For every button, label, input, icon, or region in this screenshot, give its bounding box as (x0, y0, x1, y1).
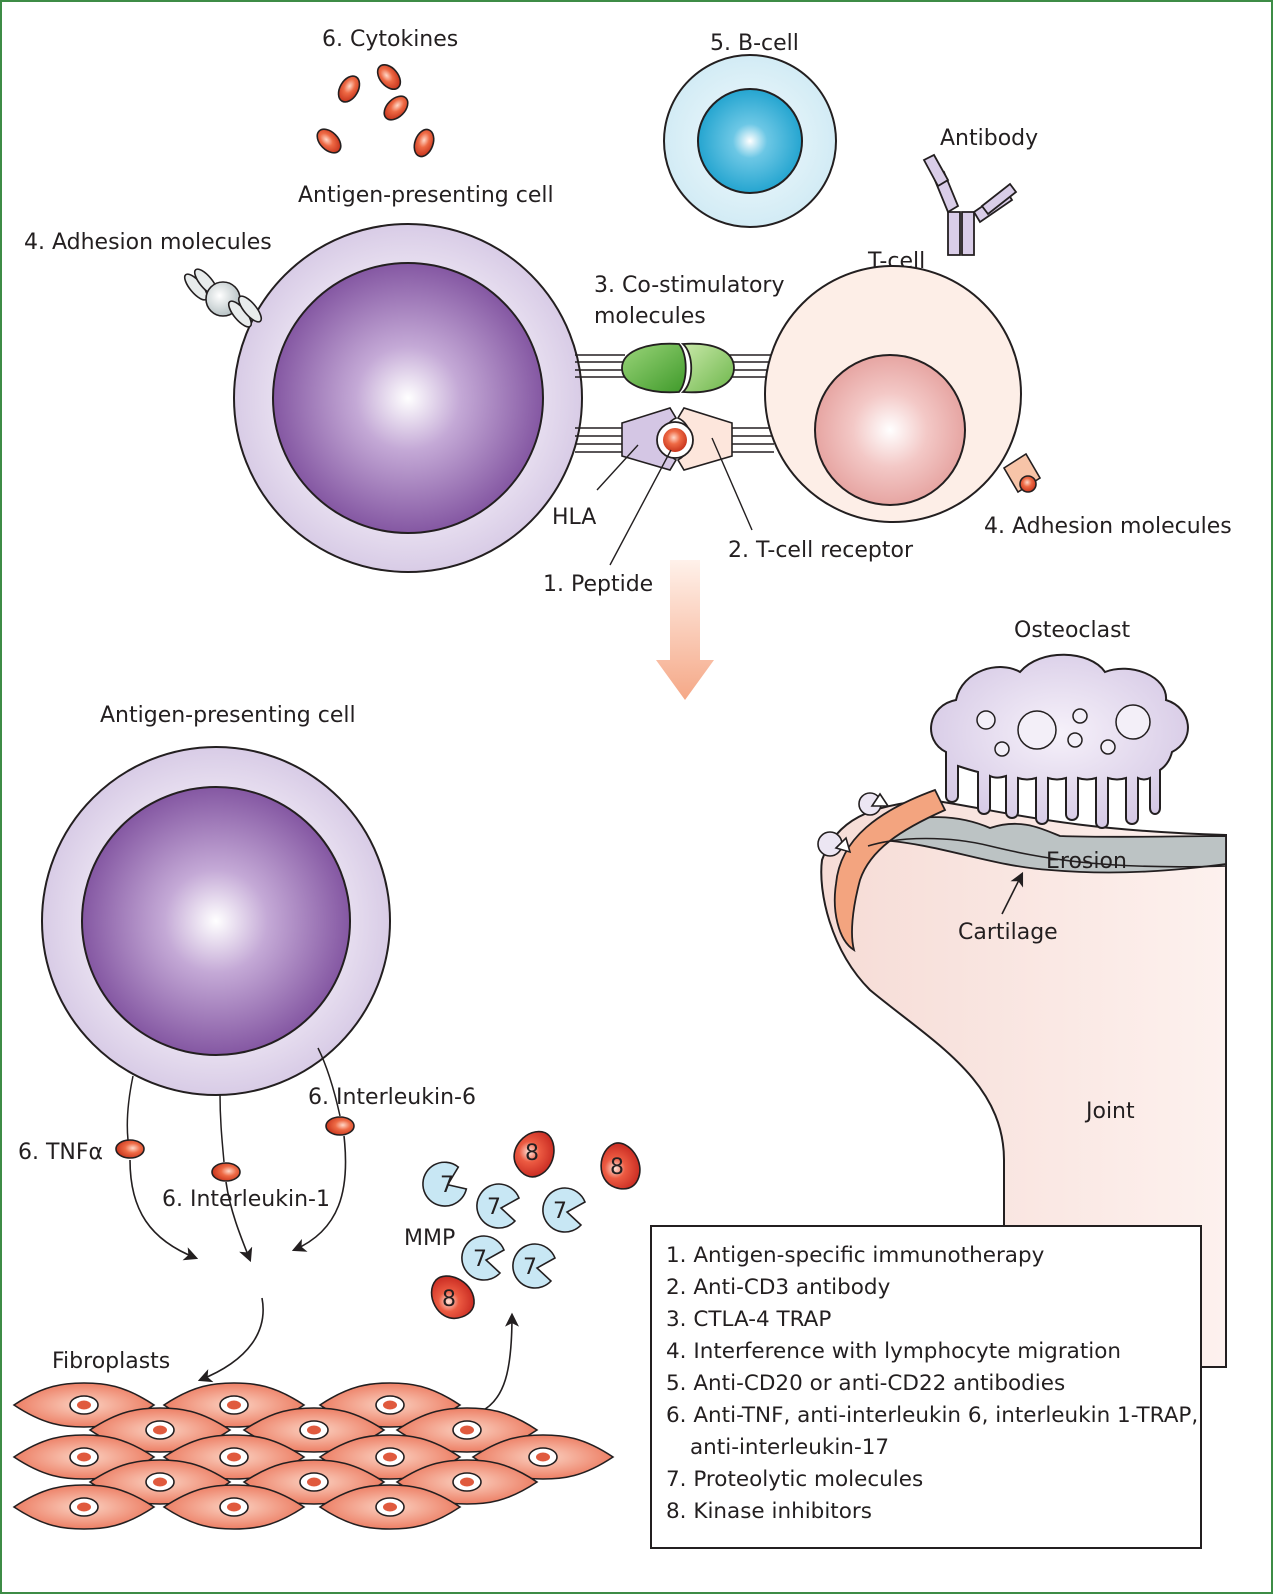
joint-label: Joint (1084, 1099, 1135, 1124)
apc-bottom-cell (41, 746, 391, 1096)
mmp-molecule: 7 (461, 1235, 505, 1281)
cartilage-outline (867, 837, 1227, 868)
interleukin-6-cytokine-icon (325, 1116, 355, 1136)
svg-text:8: 8 (525, 1141, 539, 1166)
erosion-label: Erosion (1046, 849, 1127, 874)
kinase-molecule: 8 (430, 1275, 475, 1320)
interleukin-1-cytokine-icon (211, 1162, 241, 1182)
svg-text:7: 7 (523, 1255, 537, 1280)
svg-text:7: 7 (553, 1199, 567, 1224)
kinase-molecule: 8 (506, 1126, 563, 1183)
cytokine-particle (378, 90, 414, 126)
legend-item: 8. Kinase inhibitors (666, 1499, 872, 1524)
hla-label: HLA (552, 505, 596, 530)
svg-text:7: 7 (440, 1173, 454, 1198)
tcr-label: 2. T-cell receptor (728, 538, 914, 563)
legend-item: 3. CTLA-4 TRAP (666, 1307, 831, 1332)
cartilage-label: Cartilage (958, 920, 1058, 945)
t-cell (764, 265, 1022, 523)
osteoclast-cell (930, 653, 1189, 829)
cytokine-particle (311, 123, 347, 159)
adhesion-right-label: 4. Adhesion molecules (984, 514, 1232, 539)
cytokine-particle (409, 125, 439, 161)
adhesion-left-label: 4. Adhesion molecules (24, 230, 272, 255)
b-cell (663, 54, 837, 228)
process-arrow (656, 560, 714, 700)
costimulatory-molecules-icon (621, 342, 735, 394)
cytokines-group (311, 59, 439, 161)
apc-top-label: Antigen-presenting cell (298, 183, 554, 208)
svg-text:7: 7 (487, 1195, 501, 1220)
interleukin-6-label: 6. Interleukin-6 (308, 1085, 476, 1110)
legend-box (650, 1225, 1202, 1549)
surface-cells (817, 792, 890, 857)
apc-bottom-label: Antigen-presenting cell (100, 703, 356, 728)
antibody-icon (922, 153, 1018, 256)
tnf-cytokine-icon (115, 1139, 145, 1159)
apc-top-cell (233, 223, 583, 573)
costim-label-line1: 3. Co-stimulatory (594, 273, 784, 298)
interleukin-1-label: 6. Interleukin-1 (162, 1187, 330, 1212)
svg-text:7: 7 (473, 1247, 487, 1272)
adhesion-molecule-left-icon (183, 268, 263, 328)
cytokine-particle (372, 59, 406, 95)
mmp-label: MMP (404, 1226, 455, 1251)
cytokine-release-lines (126, 1047, 341, 1163)
cartilage-layer (833, 788, 947, 952)
fibroblasts-label: Fibroplasts (52, 1349, 170, 1374)
cytokines-label: 6. Cytokines (322, 27, 458, 52)
mmp-molecule: 7 (542, 1187, 586, 1233)
adhesion-molecule-right-icon (1002, 452, 1042, 494)
cytokine-arrows (129, 1135, 519, 1413)
peptide-icon (656, 421, 694, 459)
legend-item: 5. Anti-CD20 or anti-CD22 antibodies (666, 1371, 1065, 1396)
legend-item: 4. Interference with lymphocyte migratio… (666, 1339, 1121, 1364)
cytokine-particle (333, 71, 365, 107)
erosion-layer (879, 816, 1227, 874)
svg-text:8: 8 (442, 1287, 456, 1312)
svg-text:8: 8 (610, 1155, 624, 1180)
costim-label-line2: molecules (594, 304, 706, 329)
mmp-molecule: 7 (414, 1154, 475, 1215)
pointer-lines-top (596, 437, 753, 566)
legend-item: 7. Proteolytic molecules (666, 1467, 923, 1492)
legend-item: 2. Anti-CD3 antibody (666, 1275, 891, 1300)
peptide-label: 1. Peptide (543, 572, 653, 597)
cartilage-pointer-arrow (1001, 871, 1024, 915)
mmp-molecule: 7 (476, 1183, 520, 1229)
antibody-label: Antibody (940, 126, 1038, 151)
fibroblasts-group (13, 1382, 614, 1530)
legend-item: 1. Antigen-specific immunotherapy (666, 1243, 1045, 1268)
kinase-molecule: 8 (591, 1136, 651, 1197)
osteoclast-label: Osteoclast (1014, 618, 1131, 643)
b-cell-label: 5. B-cell (710, 31, 799, 56)
tnf-label: 6. TNFα (18, 1140, 103, 1165)
legend-item: 6. Anti-TNF, anti-interleukin 6, interle… (666, 1403, 1198, 1428)
mmp-molecule: 7 (512, 1243, 556, 1289)
legend-item-continuation: anti-interleukin-17 (690, 1435, 889, 1460)
